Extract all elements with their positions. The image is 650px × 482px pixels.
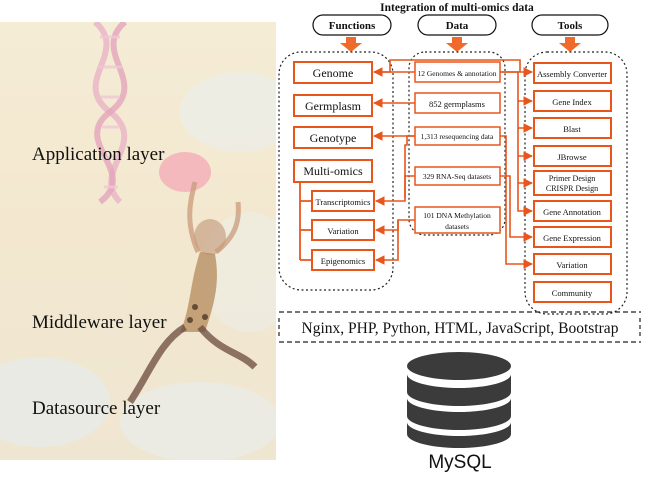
reseq-data-label: 1,313 resequencing data: [421, 132, 494, 141]
data-to-tool-connectors: [374, 59, 533, 269]
header-tools: Tools: [531, 14, 609, 36]
application-layer-label: Application layer: [32, 144, 165, 165]
genome-label: Genome: [313, 66, 354, 80]
genotype-label: Genotype: [310, 131, 357, 145]
gene-expression-label: Gene Expression: [543, 233, 602, 243]
tech-stack-text: Nginx, PHP, Python, HTML, JavaScript, Bo…: [301, 320, 619, 337]
mysql-label: MySQL: [428, 452, 492, 473]
germplasms-data-label: 852 germplasms: [429, 99, 485, 109]
epigenomics-label: Epigenomics: [321, 256, 365, 266]
tools-down-arrow: [559, 37, 581, 52]
variation-tool-box: [533, 253, 612, 275]
header-tools-label: Tools: [558, 20, 583, 32]
rnaseq-data-label: 329 RNA-Seq datasets: [423, 172, 491, 181]
header-functions: Functions: [312, 14, 392, 36]
database-icon: [407, 352, 511, 448]
multi-omics-label: Multi-omics: [303, 164, 363, 178]
methylation-data-box: [414, 206, 501, 234]
assembly-converter-box: [533, 62, 612, 84]
jbrowse-box: [533, 145, 612, 167]
gene-index-box: [533, 90, 612, 112]
variation-function-label: Variation: [327, 226, 359, 236]
functions-down-arrow: [340, 37, 362, 52]
gene-expression-box: [533, 226, 612, 248]
multi-omics-box: [293, 159, 373, 183]
data-down-arrow: [446, 37, 468, 52]
data-group: [408, 51, 506, 236]
jbrowse-label: JBrowse: [557, 152, 587, 162]
datasource-layer-label: Datasource layer: [32, 398, 161, 419]
header-data: Data: [417, 14, 497, 36]
variation-tool-label: Variation: [556, 260, 588, 270]
germplasm-label: Germplasm: [305, 99, 362, 113]
multi-omics-tree: [299, 182, 312, 261]
gene-index-label: Gene Index: [552, 97, 592, 107]
down-arrows: [340, 37, 581, 52]
crispr-design-label: CRISPR Design: [546, 184, 598, 193]
community-label: Community: [552, 288, 593, 298]
transcriptomics-label: Transcriptomics: [316, 197, 371, 207]
germplasm-box: [293, 94, 373, 117]
primer-design-label: Primer Design: [549, 174, 595, 183]
blast-box: [533, 117, 612, 139]
community-box: [533, 281, 612, 303]
header-data-label: Data: [446, 20, 469, 32]
blast-label: Blast: [563, 124, 581, 134]
primer-crispr-box: [533, 170, 612, 196]
illustration: [0, 22, 276, 460]
genome-box: [293, 61, 373, 84]
genomes-data-label: 12 Genomes & annotation: [418, 69, 497, 78]
genotype-box: [293, 126, 373, 149]
gene-annotation-box: [533, 200, 612, 222]
assembly-converter-label: Assembly Converter: [537, 69, 607, 79]
diagram-title: Integration of multi-omics data: [380, 2, 534, 14]
left-illustration-panel: Application layer Middleware layer Datas…: [0, 22, 276, 460]
middleware-layer-label: Middleware layer: [32, 312, 167, 333]
methylation-data-label-2: datasets: [445, 222, 469, 231]
methylation-data-label-1: 101 DNA Methylation: [423, 211, 491, 220]
header-functions-label: Functions: [329, 20, 376, 32]
gene-annotation-label: Gene Annotation: [543, 207, 602, 217]
